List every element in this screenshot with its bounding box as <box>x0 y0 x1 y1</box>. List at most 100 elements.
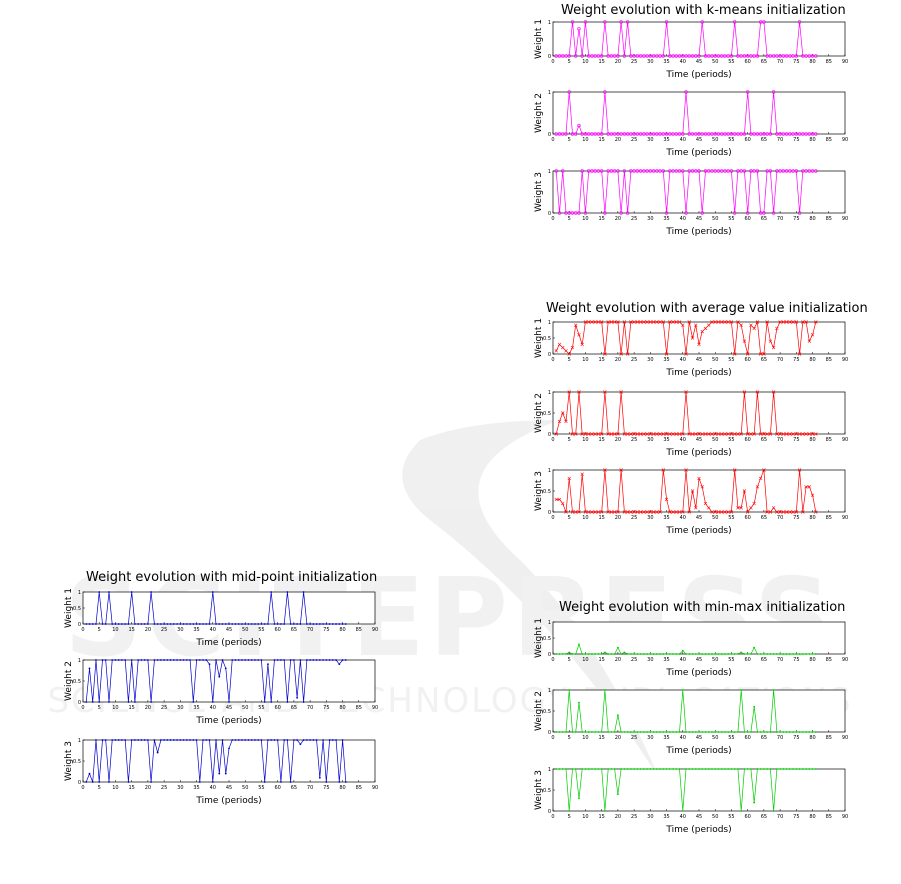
data-point <box>234 739 237 741</box>
data-point <box>814 54 818 58</box>
data-point <box>720 169 724 173</box>
data-point <box>121 623 123 625</box>
data-point <box>700 485 704 489</box>
x-tick-label: 90 <box>842 216 848 222</box>
data-point <box>771 211 776 215</box>
data-point <box>600 731 603 733</box>
data-point <box>781 432 786 436</box>
x-tick-label: 40 <box>680 59 686 65</box>
data-point <box>658 320 662 324</box>
data-point <box>730 731 733 733</box>
plot-frame <box>82 739 376 783</box>
data-point <box>146 739 149 741</box>
data-point <box>635 54 640 58</box>
data-point <box>616 646 619 649</box>
x-tick-label: 35 <box>663 515 669 521</box>
data-point <box>726 510 730 514</box>
data-point <box>730 768 733 770</box>
data-point <box>694 432 698 436</box>
x-tick-label: 0 <box>551 657 554 663</box>
data-point <box>664 432 669 436</box>
data-point <box>561 345 565 350</box>
x-tick-label: 65 <box>761 437 767 443</box>
x-tick-label: 45 <box>696 59 702 65</box>
data-point <box>594 731 597 733</box>
data-point <box>758 432 763 436</box>
data-point <box>719 320 724 324</box>
data-point <box>619 132 623 136</box>
data-point <box>626 731 629 733</box>
data-point <box>649 731 652 733</box>
data-point <box>685 653 687 655</box>
data-point <box>810 432 815 436</box>
y-tick-label: 1 <box>548 767 551 773</box>
data-point <box>603 90 607 94</box>
x-tick-label: 75 <box>793 357 799 363</box>
data-point <box>765 510 769 514</box>
data-point <box>130 739 133 741</box>
data-point <box>807 432 812 436</box>
x-tick-label: 15 <box>128 785 134 791</box>
data-point <box>743 731 746 733</box>
data-point <box>720 768 723 770</box>
data-point <box>626 768 629 770</box>
data-point <box>729 320 734 324</box>
x-tick-label: 35 <box>663 814 669 820</box>
data-point <box>700 432 704 436</box>
data-point <box>283 739 286 741</box>
data-point <box>811 731 814 733</box>
x-tick-label: 40 <box>680 357 686 363</box>
data-point <box>668 768 671 770</box>
figure-average-title: Weight evolution with average value init… <box>546 301 868 316</box>
data-point <box>573 323 578 327</box>
data-point <box>810 333 815 337</box>
x-tick-label: 0 <box>551 814 554 820</box>
plot-frame <box>552 768 846 812</box>
data-point <box>338 663 341 666</box>
data-point <box>95 623 97 625</box>
data-point <box>701 768 704 770</box>
data-point <box>567 476 571 481</box>
x-tick-label: 70 <box>307 627 313 633</box>
data-point <box>91 623 94 625</box>
data-point <box>250 623 253 625</box>
data-point <box>289 623 292 625</box>
data-point <box>762 653 765 655</box>
data-point <box>580 132 584 136</box>
data-point <box>237 659 240 661</box>
x-tick-label: 60 <box>744 357 750 363</box>
y-tick-label: 0 <box>548 510 551 516</box>
data-point <box>580 169 584 173</box>
data-point <box>739 169 743 173</box>
data-point <box>581 768 584 770</box>
x-axis-label: Time (periods) <box>195 638 261 648</box>
x-tick-label: 5 <box>568 735 571 741</box>
data-point <box>577 510 581 514</box>
data-point <box>648 432 653 436</box>
data-point <box>726 432 730 436</box>
data-point <box>198 659 201 661</box>
data-point <box>221 659 224 661</box>
data-point <box>794 432 799 436</box>
data-point <box>659 731 661 733</box>
data-point <box>742 390 747 394</box>
data-point <box>801 54 805 58</box>
data-point <box>801 731 804 733</box>
x-tick-label: 80 <box>809 437 815 443</box>
data-point <box>289 781 292 783</box>
data-point <box>111 659 114 661</box>
x-tick-label: 15 <box>598 216 604 222</box>
data-point <box>195 659 198 661</box>
data-point <box>704 653 707 655</box>
data-point <box>244 623 247 625</box>
data-point <box>749 432 753 436</box>
data-point <box>788 510 792 514</box>
y-axis-label: Weight 2 <box>534 393 544 433</box>
data-point <box>312 623 315 625</box>
data-point <box>797 20 802 24</box>
data-point <box>749 54 753 58</box>
data-point <box>707 653 710 655</box>
data-point <box>727 653 730 655</box>
data-point <box>713 54 717 58</box>
data-point <box>677 54 682 58</box>
